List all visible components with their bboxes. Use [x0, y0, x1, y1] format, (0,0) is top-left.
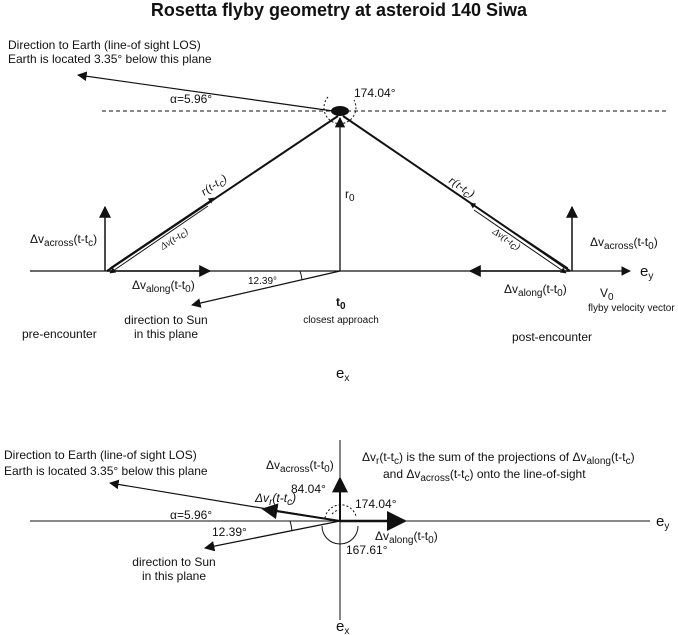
angle-arc-12-bottom	[289, 520, 293, 532]
earth-dir-label-bottom-2: Earth is located 3.35° below this plane	[4, 464, 208, 478]
earth-dir-label-2: Earth is located 3.35° below this plane	[8, 52, 212, 66]
sun-direction-line	[191, 270, 341, 308]
dv-vector-left	[109, 205, 209, 274]
diagram-title: Rosetta flyby geometry at asteroid 140 S…	[151, 0, 528, 20]
r-left-label: r(t-tc)	[198, 171, 231, 201]
across-right-label: Δvacross(t-t0)	[590, 235, 658, 252]
along-right-label: Δvalong(t-t0)	[504, 282, 567, 299]
across-label-bottom: Δvacross(t-t0)	[266, 458, 334, 475]
r-vector-left	[109, 197, 215, 269]
dvr-label: Δvr(t-tc)	[254, 491, 296, 508]
along-left-label: Δvalong(t-t0)	[132, 278, 195, 295]
along-label-bottom: Δvalong(t-t0)	[375, 529, 438, 546]
trajectory-right	[342, 115, 571, 272]
closest-approach-label: closest approach	[303, 315, 379, 326]
ex-label-top: ex	[336, 365, 349, 384]
dvr-arrow	[261, 503, 341, 522]
alpha-label-bottom: α=5.96°	[170, 508, 212, 522]
angle-167-label: 167.61°	[346, 543, 388, 557]
angle-12-label-bottom: 12.39°	[212, 525, 247, 539]
angle-84-label: 84.04°	[291, 482, 326, 496]
ey-label-top: ey	[640, 263, 653, 282]
earth-direction-line	[77, 71, 341, 113]
pre-encounter-label: pre-encounter	[22, 327, 97, 341]
angle-arc-174	[323, 96, 357, 125]
flyby-vector-label: flyby velocity vector	[588, 303, 675, 314]
angle-174-label-bottom: 174.04°	[355, 497, 397, 511]
bottom-diagram: Direction to Earth (line-of sight LOS) E…	[4, 440, 669, 635]
r0-label: r0	[345, 187, 355, 204]
earth-dir-label-1: Direction to Earth (line-of sight LOS)	[8, 38, 201, 52]
angle-arc-167-bottom	[321, 525, 359, 545]
alpha-label: α=5.96°	[170, 92, 212, 106]
dv-vector-right	[473, 209, 567, 274]
asteroid	[331, 106, 349, 116]
angle-arc-84-bottom	[331, 509, 341, 515]
angle-174-label: 174.04°	[354, 86, 396, 100]
top-diagram: Direction to Earth (line-of sight LOS) E…	[8, 38, 675, 384]
ey-label-bottom: ey	[656, 513, 669, 532]
sun-dir-label-bottom-1: direction to Sun	[132, 555, 215, 569]
trajectory-left	[106, 115, 339, 272]
sun-dir-label-1: direction to Sun	[124, 313, 207, 327]
across-left-label: Δvacross(t-tc)	[30, 232, 97, 249]
los-note-line-1: Δvr(t-tc) is the sum of the projections …	[362, 450, 635, 467]
angle-12-label: 12.39°	[248, 276, 277, 287]
dv-left-label: Δv(t-tc)	[158, 226, 192, 255]
angle-arc-12	[299, 270, 303, 281]
t0-label: t0	[336, 295, 346, 312]
los-note-line-2: and Δvacross(t-tc) onto the line-of-sigh…	[383, 467, 586, 484]
earth-dir-label-bottom-1: Direction to Earth (line-of sight LOS)	[4, 448, 197, 462]
sun-direction-line-bottom	[203, 520, 341, 552]
angle-arc-174-bottom	[324, 504, 357, 519]
post-encounter-label: post-encounter	[512, 330, 592, 344]
sun-dir-label-2: in this plane	[134, 327, 198, 341]
ex-label-bottom: ex	[336, 618, 349, 635]
r-vector-right	[469, 202, 569, 269]
sun-dir-label-bottom-2: in this plane	[142, 569, 206, 583]
v0-label: V0	[600, 286, 614, 303]
